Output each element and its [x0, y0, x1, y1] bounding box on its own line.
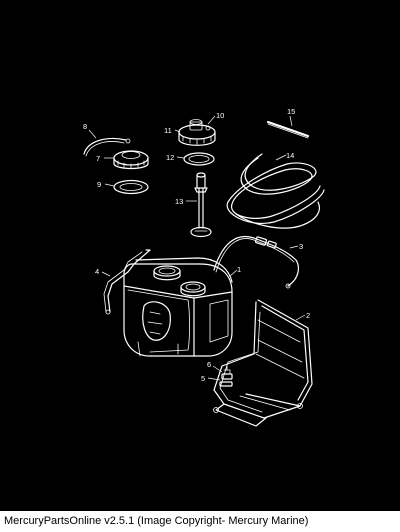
callout-13: 13: [175, 197, 183, 206]
part-3-fuel-line: [213, 236, 299, 289]
callout-12: 12: [166, 153, 174, 162]
callout-6: 6: [207, 360, 211, 369]
callout-2: 2: [306, 311, 310, 320]
part-13-sender-tube: [190, 172, 212, 238]
callout-15: 15: [287, 107, 295, 116]
callout-leaders: [88, 115, 306, 381]
callout-8: 8: [83, 122, 87, 131]
part-8-clip: [83, 137, 131, 157]
callout-14: 14: [286, 151, 294, 160]
exploded-parts-diagram: 8 7 9 10 11 12 13 14 15 1 3 4 2 6 5: [83, 107, 325, 427]
callout-11: 11: [164, 126, 172, 135]
part-12-gasket: [183, 152, 215, 166]
part-14-hose: [226, 153, 325, 229]
footer-caption: MercuryPartsOnline v2.5.1 (Image Copyrig…: [0, 511, 400, 532]
callout-7: 7: [96, 154, 100, 163]
part-1-fuel-tank: [123, 257, 233, 357]
callout-3: 3: [299, 242, 303, 251]
part-4-strap: [103, 249, 151, 315]
callout-1: 1: [237, 265, 241, 274]
callout-labels: 8 7 9 10 11 12 13 14 15 1 3 4 2 6 5: [83, 107, 310, 383]
callout-10: 10: [216, 111, 224, 120]
part-7-cap: [113, 150, 149, 170]
callout-5: 5: [201, 374, 205, 383]
part-5-6-fasteners: [219, 365, 233, 387]
part-15-rod: [266, 120, 310, 139]
part-2-bracket: [213, 299, 313, 427]
part-9-gasket: [113, 179, 149, 195]
part-10-11-sender-cap: [178, 119, 216, 146]
callout-4: 4: [95, 267, 99, 276]
callout-9: 9: [97, 180, 101, 189]
